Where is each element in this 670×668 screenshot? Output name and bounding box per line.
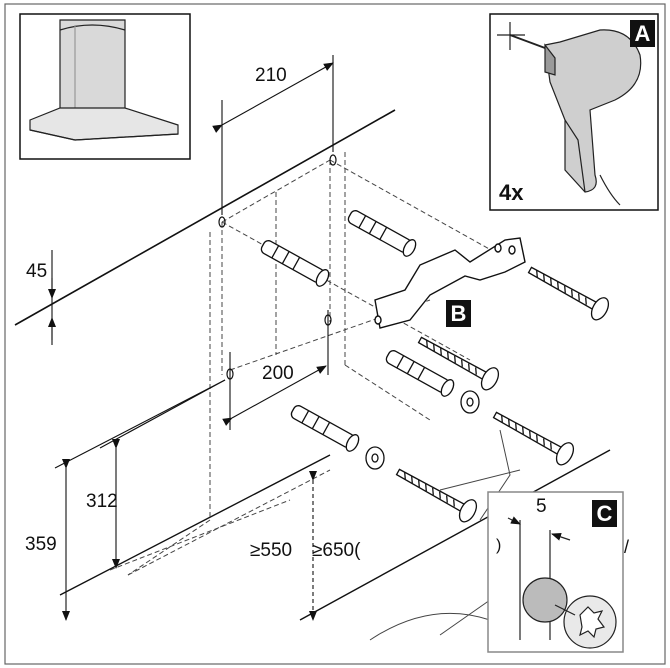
hood-outline-dashed [109,152,501,576]
dim-210-label: 210 [255,65,287,86]
paren-left-label: ) [496,537,502,554]
badge-c: C [592,500,617,527]
dim-210-lines [212,55,334,215]
screws [395,266,610,523]
dim-45-label: 45 [26,261,48,282]
washers [365,390,480,470]
screw-detail-drawing [507,516,617,649]
outer-frame [4,3,666,665]
dim-312-label: 312 [86,491,118,512]
worktop-line-left [59,454,331,596]
count-label: 4x [499,180,524,205]
inset-hood-drawing [29,19,179,141]
dim-359-lines [54,379,226,621]
detail-gap-label: 5 [536,496,547,517]
dim-200-lines [222,310,329,430]
slash-label: / [624,537,630,557]
badge-b: B [446,300,471,327]
dim-200-label: 200 [262,363,294,384]
mounting-bracket [374,237,526,329]
dim-312-lines [99,379,226,569]
dim-550-label: ≥550 [250,540,293,561]
badge-a: A [630,20,655,47]
dim-650-label: ≥650( [312,540,361,561]
wall-top-line [14,109,396,326]
wall-plugs [260,210,455,452]
dim-359-label: 359 [25,534,57,555]
worktop-line-right [299,449,611,621]
drill-icon [497,22,642,206]
